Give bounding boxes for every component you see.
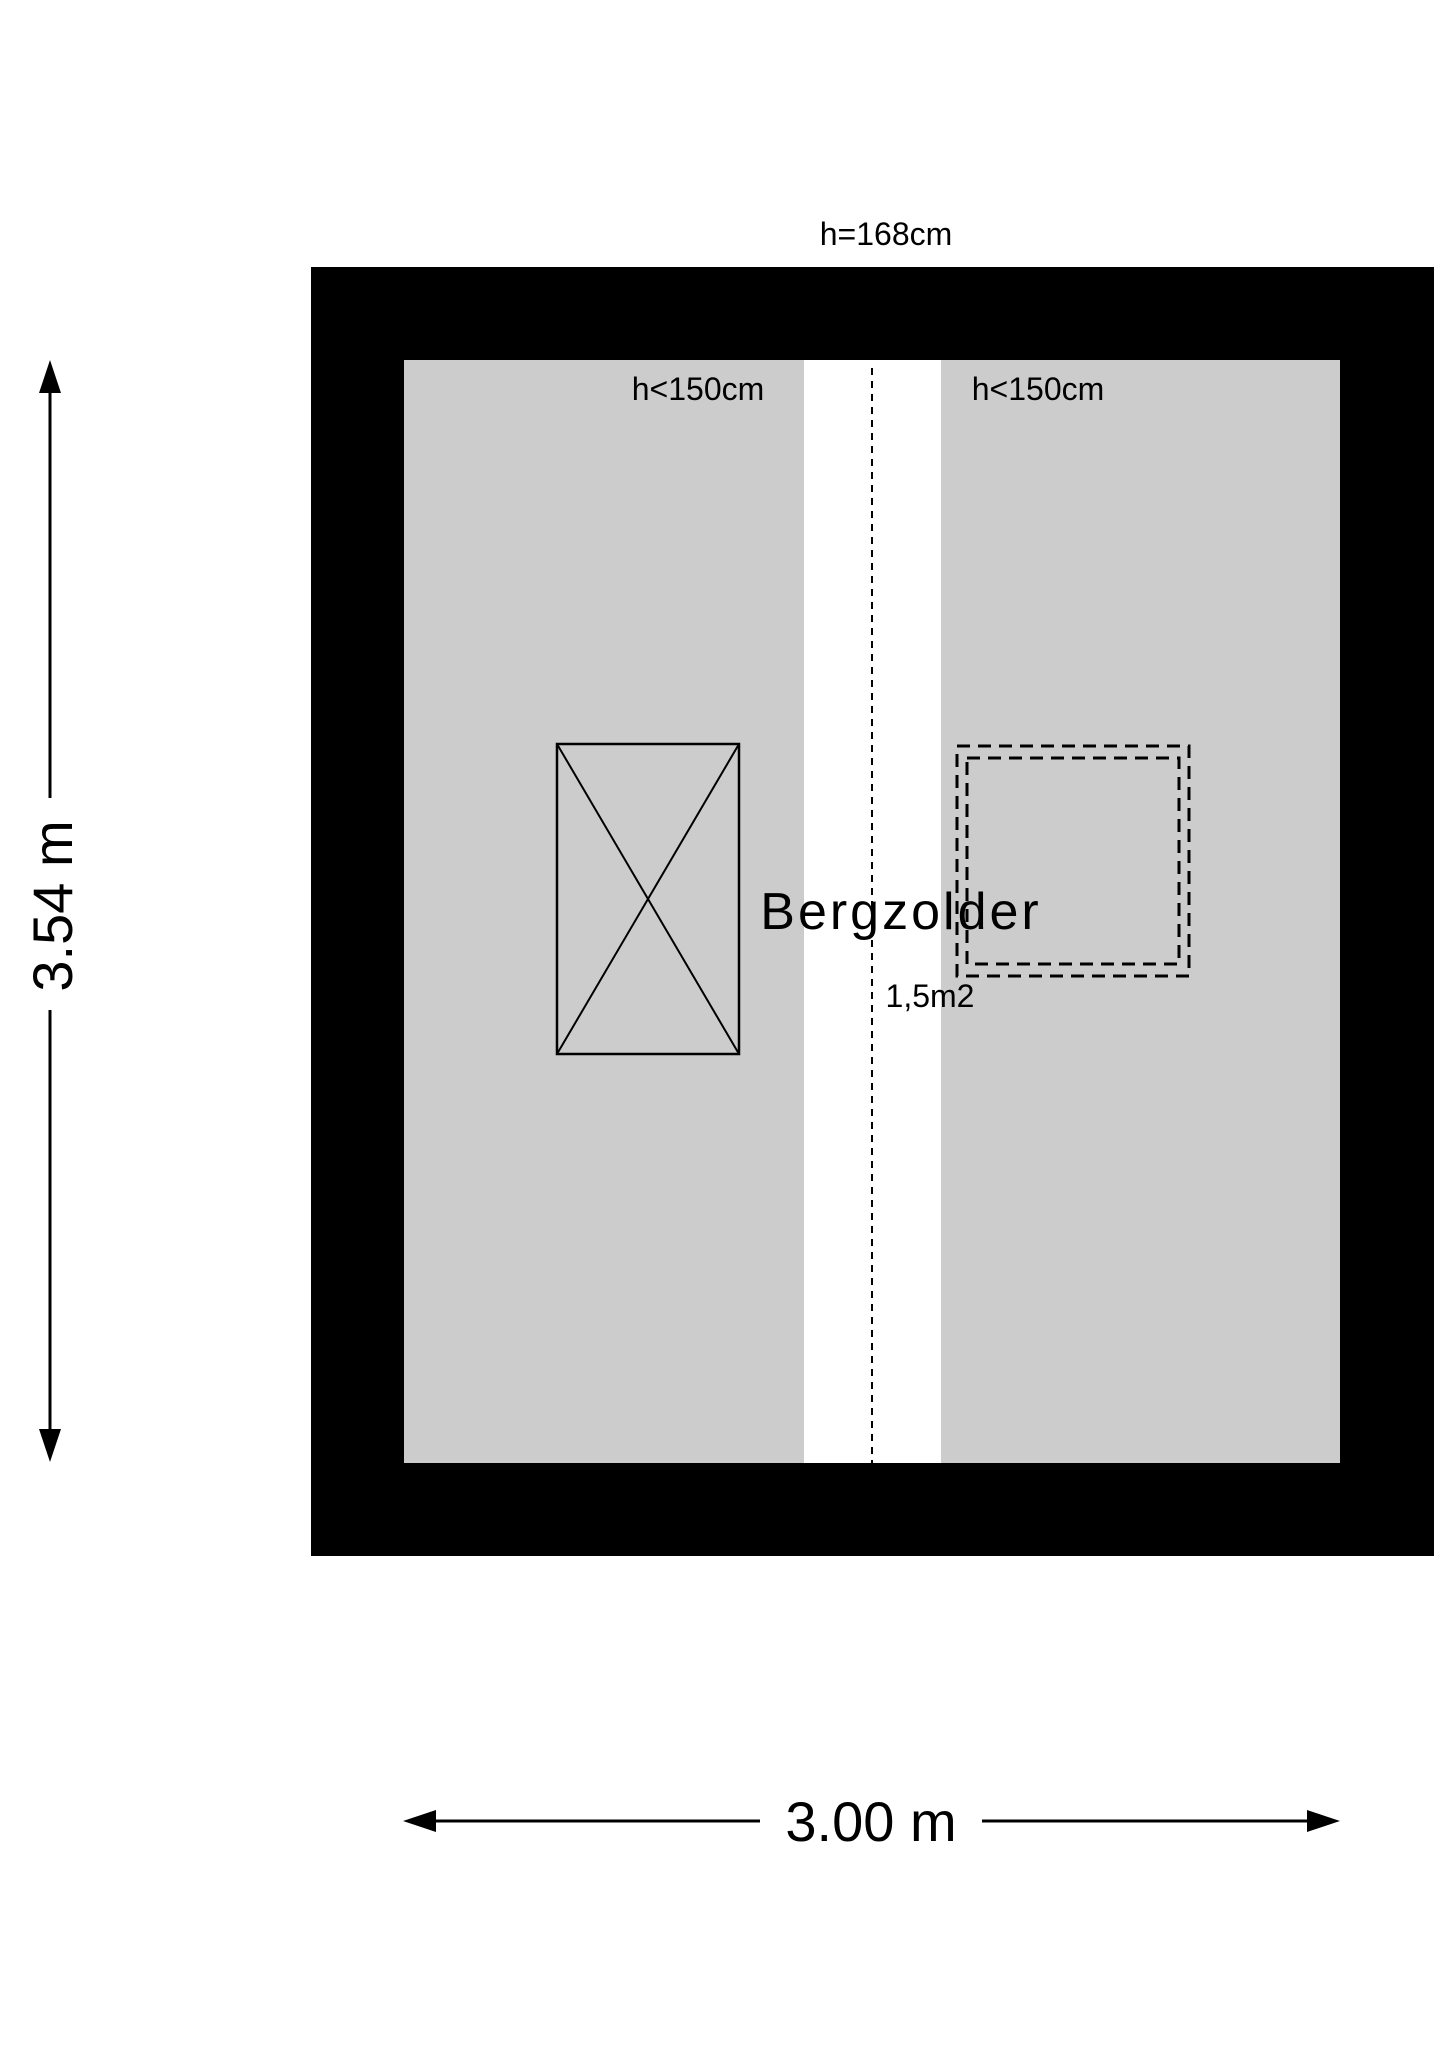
- arrow-down-icon: [39, 1429, 61, 1462]
- eave-height-left-label: h<150cm: [632, 371, 765, 407]
- depth-dimension: 3.54 m: [21, 360, 84, 1462]
- width-dimension-label: 3.00 m: [785, 1790, 956, 1853]
- arrow-left-icon: [403, 1810, 436, 1832]
- depth-dimension-label: 3.54 m: [21, 820, 84, 991]
- room-area-label: 1,5m2: [886, 978, 975, 1014]
- arrow-up-icon: [39, 360, 61, 393]
- ridge-height-label: h=168cm: [820, 216, 953, 252]
- arrow-right-icon: [1307, 1810, 1340, 1832]
- width-dimension: 3.00 m: [403, 1790, 1340, 1853]
- skylight-symbol: [955, 744, 1191, 978]
- room-name-label: Bergzolder: [760, 883, 1041, 941]
- stair-opening-symbol: [555, 742, 741, 1056]
- eave-height-right-label: h<150cm: [972, 371, 1105, 407]
